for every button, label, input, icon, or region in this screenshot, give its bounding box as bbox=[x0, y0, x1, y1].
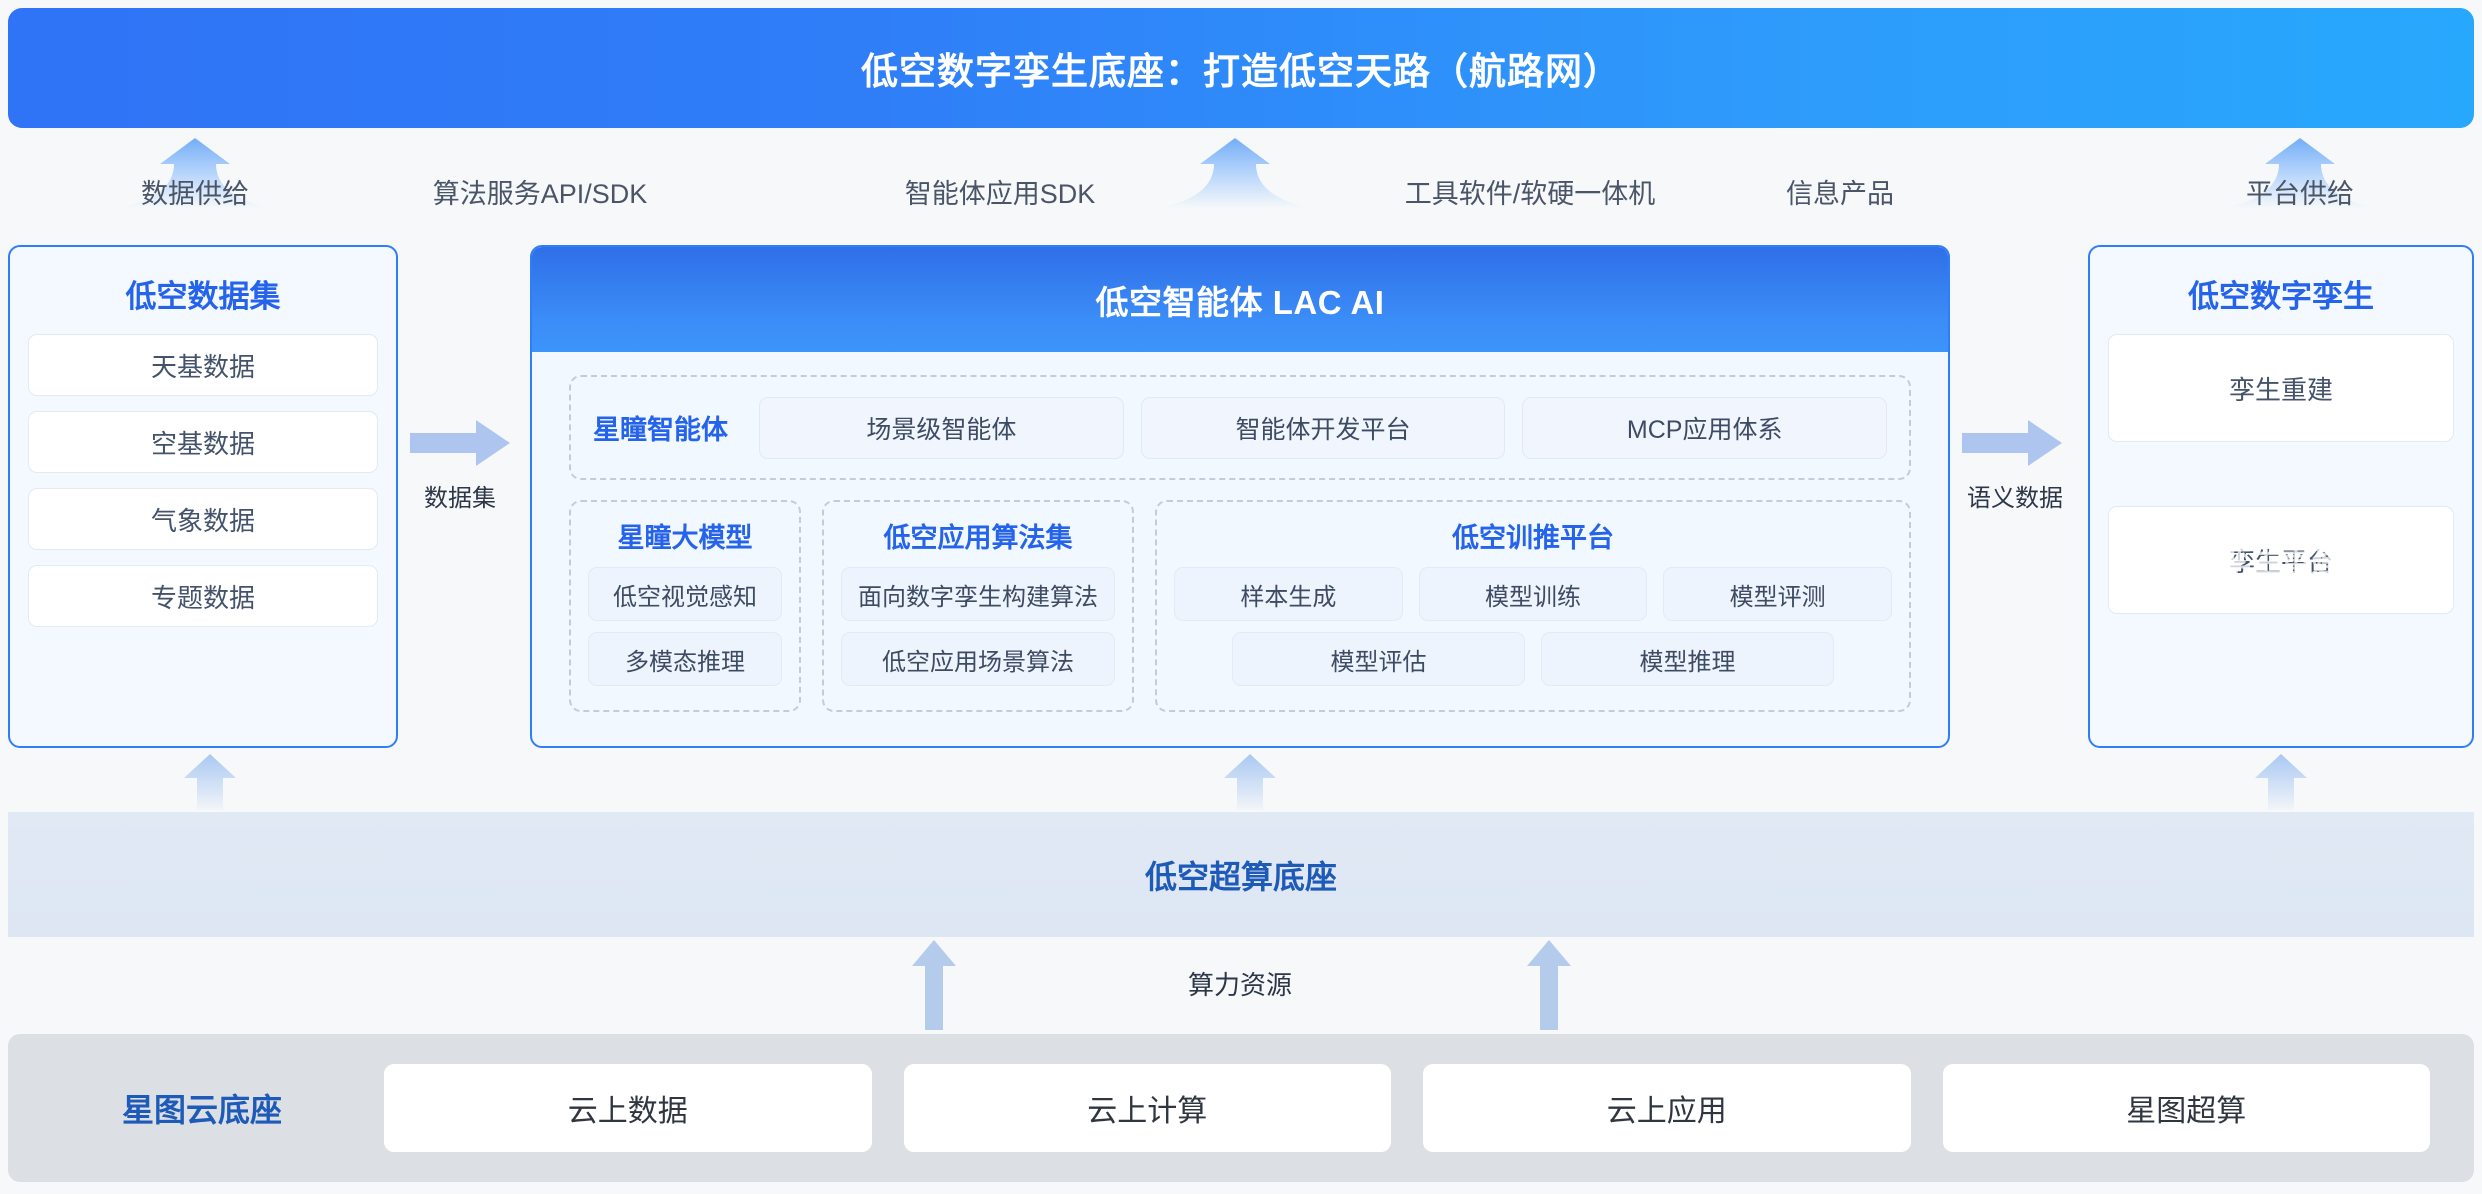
block-arrow-semantic-data bbox=[1962, 420, 2062, 466]
center-panel-lac-ai: 低空智能体 LAC AI 星瞳智能体 场景级智能体 智能体开发平台 MCP应用体… bbox=[530, 245, 1950, 748]
center-panel-header: 低空智能体 LAC AI bbox=[532, 247, 1948, 352]
agent-group-lead-label: 星瞳智能体 bbox=[593, 415, 728, 445]
connector-label-data-supply: 数据供给 bbox=[141, 179, 249, 209]
chip-model-benchmark[interactable]: 模型评测 bbox=[1663, 567, 1893, 621]
training-chip-row-2: 模型评估 模型推理 bbox=[1174, 632, 1892, 697]
cloud-card-supercompute[interactable]: 星图超算 bbox=[1942, 1064, 2430, 1152]
cloud-card-application[interactable]: 云上应用 bbox=[1423, 1064, 1911, 1152]
top-banner: 低空数字孪生底座：打造低空天路（航路网） bbox=[8, 8, 2474, 128]
chip-digital-twin-algorithm[interactable]: 面向数字孪生构建算法 bbox=[841, 567, 1115, 621]
solid-arrow-compute-label: 算力资源 bbox=[1187, 970, 1292, 1000]
group-training-inference-platform: 低空训推平台 样本生成 模型训练 模型评测 模型评估 模型推理 bbox=[1155, 500, 1911, 712]
flare-arrow-data-supply bbox=[120, 138, 270, 210]
connector-label-algorithm-service: 算法服务API/SDK bbox=[432, 179, 648, 209]
cloud-base-title: 星图云底座 bbox=[121, 1092, 282, 1128]
solid-arrow-compute-left bbox=[910, 940, 958, 1030]
group-application-algorithms: 低空应用算法集 面向数字孪生构建算法 低空应用场景算法 bbox=[822, 500, 1134, 712]
left-panel-item-thematic[interactable]: 专题数据 bbox=[28, 565, 378, 627]
right-panel-title: 低空数字孪生 bbox=[2188, 279, 2374, 314]
block-arrow-dataset-label: 数据集 bbox=[424, 485, 496, 512]
flare-arrow-right-panel-bottom bbox=[2241, 752, 2321, 812]
supercompute-band: 低空超算底座 bbox=[8, 812, 2474, 937]
agent-pill-scenario[interactable]: 场景级智能体 bbox=[759, 396, 1124, 459]
block-arrow-dataset bbox=[410, 420, 510, 466]
group-application-algorithms-title: 低空应用算法集 bbox=[883, 523, 1073, 553]
flare-arrow-center-panel-bottom bbox=[1210, 752, 1290, 812]
chip-model-evaluation[interactable]: 模型评估 bbox=[1232, 632, 1525, 686]
right-panel-item-twin-reconstruction[interactable]: 孪生重建 bbox=[2108, 334, 2454, 442]
training-chip-row-1: 样本生成 模型训练 模型评测 bbox=[1174, 567, 1893, 632]
group-foundation-model-title: 星瞳大模型 bbox=[617, 523, 753, 553]
left-panel-title: 低空数据集 bbox=[125, 279, 281, 314]
chip-multimodal-reasoning[interactable]: 多模态推理 bbox=[588, 632, 782, 686]
left-panel-item-weather[interactable]: 气象数据 bbox=[28, 488, 378, 550]
right-panel-item-twin-platform[interactable]: 孪生平台 bbox=[2108, 506, 2454, 614]
connector-label-agent-sdk: 智能体应用SDK bbox=[904, 179, 1096, 209]
left-panel-item-space-based[interactable]: 天基数据 bbox=[28, 334, 378, 396]
group-foundation-model: 星瞳大模型 低空视觉感知 多模态推理 bbox=[569, 500, 801, 712]
right-panel-digital-twin: 低空数字孪生 孪生重建 孪生重建 孪生平台 bbox=[2088, 245, 2474, 748]
agent-pill-mcp[interactable]: MCP应用体系 bbox=[1522, 396, 1888, 459]
cloud-card-compute[interactable]: 云上计算 bbox=[903, 1064, 1391, 1152]
connector-label-platform-supply: 平台供给 bbox=[2246, 179, 2354, 209]
center-panel-title: 低空智能体 LAC AI bbox=[1095, 283, 1385, 321]
chip-model-inference[interactable]: 模型推理 bbox=[1541, 632, 1834, 686]
agent-group-box: 星瞳智能体 场景级智能体 智能体开发平台 MCP应用体系 bbox=[569, 375, 1911, 480]
flare-arrow-platform-supply bbox=[2225, 138, 2375, 210]
solid-arrow-compute-right bbox=[1525, 940, 1573, 1030]
flare-arrow-left-panel-bottom bbox=[170, 752, 250, 812]
supercompute-band-title: 低空超算底座 bbox=[1144, 858, 1337, 895]
agent-pill-dev-platform[interactable]: 智能体开发平台 bbox=[1140, 396, 1506, 459]
left-panel-item-air-based[interactable]: 空基数据 bbox=[28, 411, 378, 473]
connector-label-info-product: 信息产品 bbox=[1786, 179, 1894, 209]
flare-arrow-center bbox=[1160, 138, 1310, 210]
left-panel-low-altitude-dataset: 低空数据集 天基数据 空基数据 气象数据 专题数据 bbox=[8, 245, 398, 748]
connector-label-tool-software: 工具软件/软硬一体机 bbox=[1404, 179, 1656, 209]
block-arrow-semantic-data-label: 语义数据 bbox=[1967, 485, 2063, 512]
cloud-card-data[interactable]: 云上数据 bbox=[384, 1064, 872, 1152]
group-training-inference-title: 低空训推平台 bbox=[1452, 523, 1614, 553]
chip-visual-perception[interactable]: 低空视觉感知 bbox=[588, 567, 782, 621]
cloud-base-band: 星图云底座 云上数据 云上计算 云上应用 星图超算 bbox=[8, 1034, 2474, 1182]
chip-sample-generation[interactable]: 样本生成 bbox=[1174, 567, 1403, 621]
chip-scenario-algorithm[interactable]: 低空应用场景算法 bbox=[841, 632, 1115, 686]
banner-title: 低空数字孪生底座：打造低空天路（航路网） bbox=[861, 51, 1621, 92]
chip-model-training[interactable]: 模型训练 bbox=[1418, 567, 1648, 621]
